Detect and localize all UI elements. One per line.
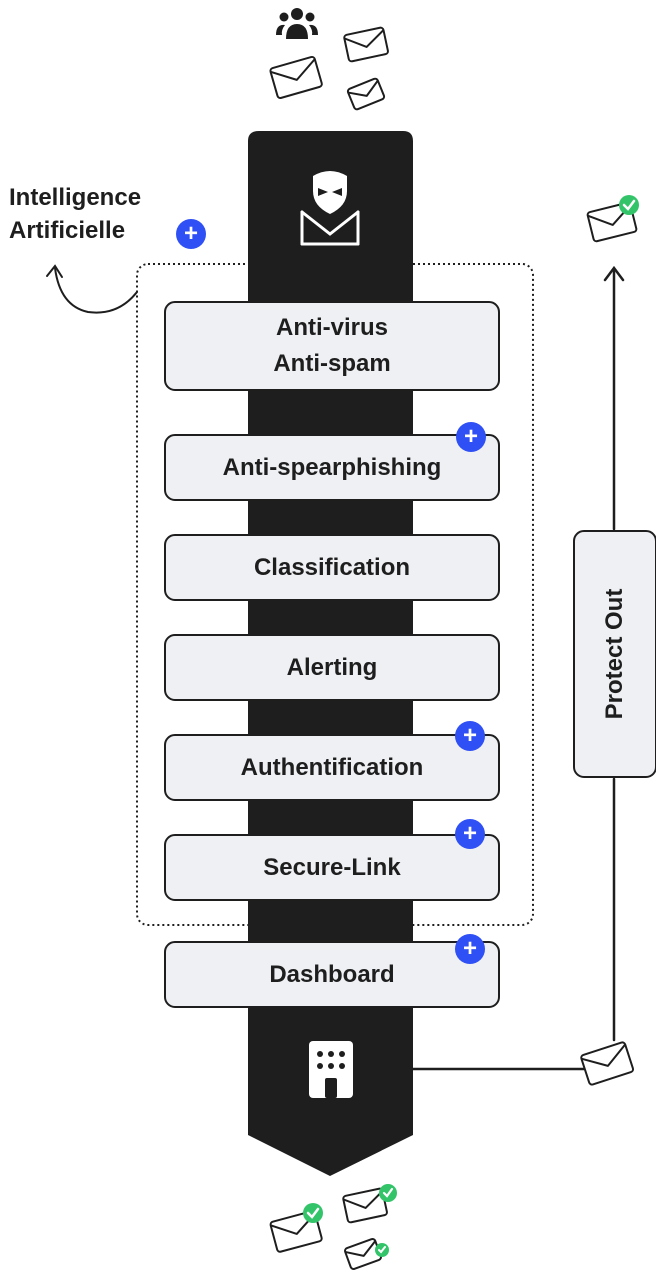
building-icon [309,1041,353,1098]
protect-out-label: Protect Out [601,588,628,720]
protect-out-line [411,265,625,1071]
layer-anti-virus: Anti-virus Anti-spam [164,301,500,391]
layer-authentification: Authentification [164,734,500,801]
layer-alerting: Alerting [164,634,500,701]
plus-icon: + [455,721,485,751]
layer-classification: Classification [164,534,500,601]
layer-label: Dashboard [269,960,395,988]
plus-icon: + [455,934,485,964]
mail-check-icon [269,1184,397,1270]
layer-label: Classification [253,553,411,581]
protect-out-box [573,530,656,778]
shield-mail-icon [300,171,360,246]
ai-label-line2: Artificielle [9,217,126,244]
ai-label: Intelligence Artificielle [9,181,199,247]
layer-label: Anti-virus [275,314,388,341]
plus-icon: + [456,422,486,452]
layer-label: Secure-Link [263,853,401,881]
layer-label: Authentification [240,753,424,781]
users-icon [276,8,318,39]
mail-icon [580,1041,635,1086]
layer-anti-spearphishing: Anti-spearphishing [164,434,500,501]
layer-dashboard: Dashboard [164,941,500,1008]
mail-icon [269,26,389,111]
mail-check-icon [586,195,639,243]
layer-secure-link: Secure-Link [164,834,500,901]
layer-label: Anti-spearphishing [222,453,442,481]
layer-label: Anti-spam [273,350,391,377]
ai-curved-arrow [46,264,138,314]
layer-label: Alerting [286,653,378,681]
ai-label-line1: Intelligence [9,184,142,211]
ai-plus-icon: + [176,219,206,249]
ai-group-outline [136,263,534,926]
plus-icon: + [455,819,485,849]
